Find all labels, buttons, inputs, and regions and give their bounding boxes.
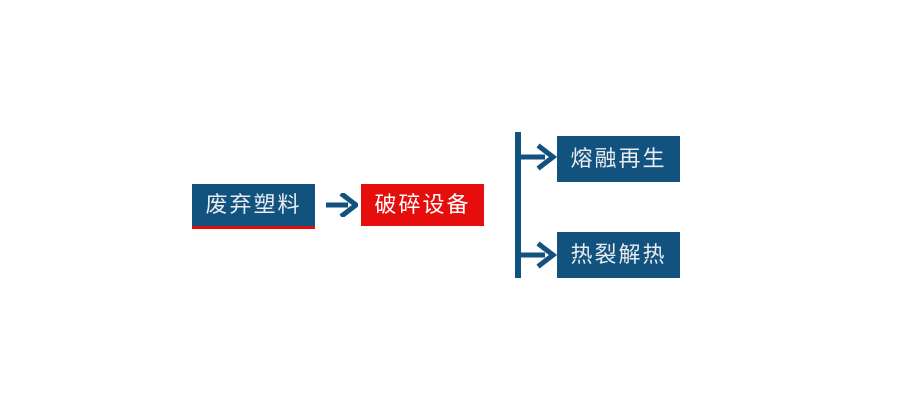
node-input-red-underline: [192, 226, 315, 229]
arrow-input-to-process: [326, 193, 358, 217]
connector-branch-bus: [515, 132, 557, 278]
node-output-pyrolysis-heat[interactable]: 热裂解热: [557, 232, 680, 278]
node-process-label: 破碎设备: [374, 192, 471, 217]
node-output-melt-regeneration[interactable]: 熔融再生: [557, 136, 680, 182]
node-input-waste-plastic[interactable]: 废弃塑料: [192, 184, 315, 226]
node-output-pyrolysis-label: 热裂解热: [570, 242, 667, 267]
node-process-crusher[interactable]: 破碎设备: [361, 184, 484, 226]
node-output-melt-label: 熔融再生: [570, 146, 667, 171]
node-input-label: 废弃塑料: [205, 192, 302, 217]
